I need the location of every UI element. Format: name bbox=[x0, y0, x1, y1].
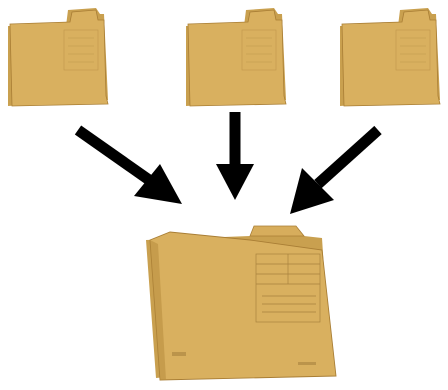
folder-left bbox=[8, 8, 108, 106]
folder-icon bbox=[340, 8, 440, 106]
folder-center bbox=[186, 8, 286, 106]
folder-icon bbox=[146, 226, 336, 380]
arrow-right bbox=[290, 130, 378, 214]
folder-icon bbox=[8, 8, 108, 106]
folder-right bbox=[340, 8, 440, 106]
merged-folder bbox=[146, 226, 336, 380]
arrow-center bbox=[216, 112, 254, 200]
arrow-left bbox=[78, 130, 182, 204]
folder-icon bbox=[186, 8, 286, 106]
